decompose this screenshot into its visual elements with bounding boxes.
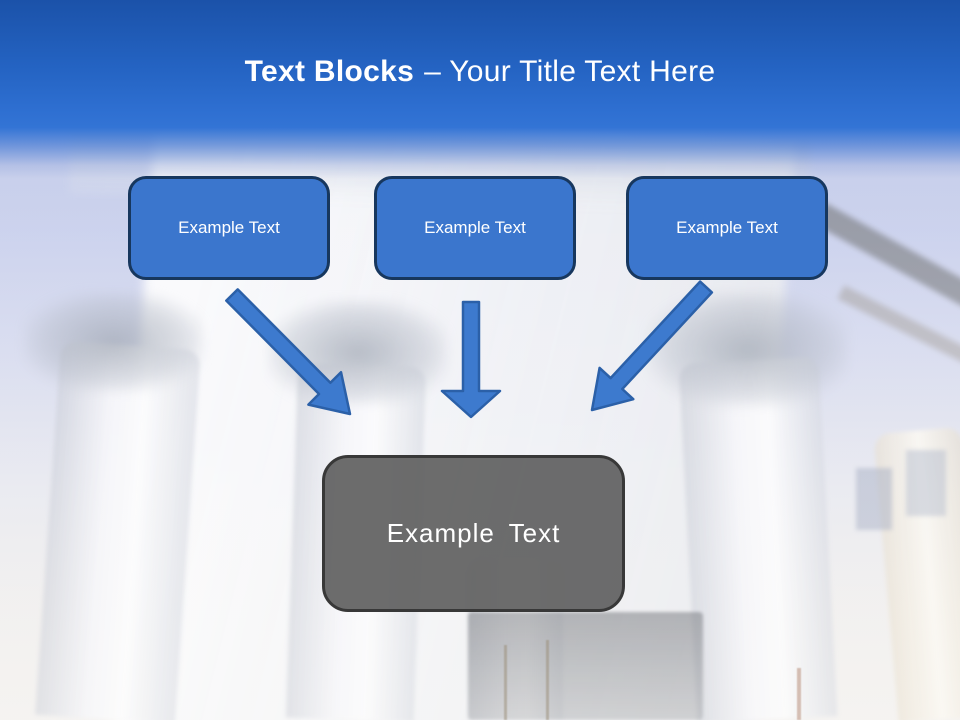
bg-column-capital (24, 292, 204, 392)
title-banner (0, 0, 960, 190)
text-block-1: Example Text (128, 176, 330, 280)
text-block-3-label: Example Text (676, 218, 778, 237)
page-title: Text Blocks – Your Title Text Here (0, 54, 960, 90)
bg-window (856, 468, 892, 530)
title-emphasis: Text Blocks (244, 55, 415, 88)
bg-pole (546, 640, 549, 720)
bg-pole (797, 668, 801, 720)
bg-relief-sculpture (468, 612, 703, 720)
summary-block-label: Example Text (386, 518, 561, 548)
text-block-2: Example Text (374, 176, 576, 280)
bg-window (906, 450, 946, 516)
text-block-1-label: Example Text (178, 218, 280, 237)
summary-block: Example Text (322, 455, 625, 612)
bg-pole (504, 645, 507, 720)
text-block-3: Example Text (626, 176, 828, 280)
title-subtext: – Your Title Text Here (424, 55, 716, 88)
text-block-2-label: Example Text (424, 218, 526, 237)
